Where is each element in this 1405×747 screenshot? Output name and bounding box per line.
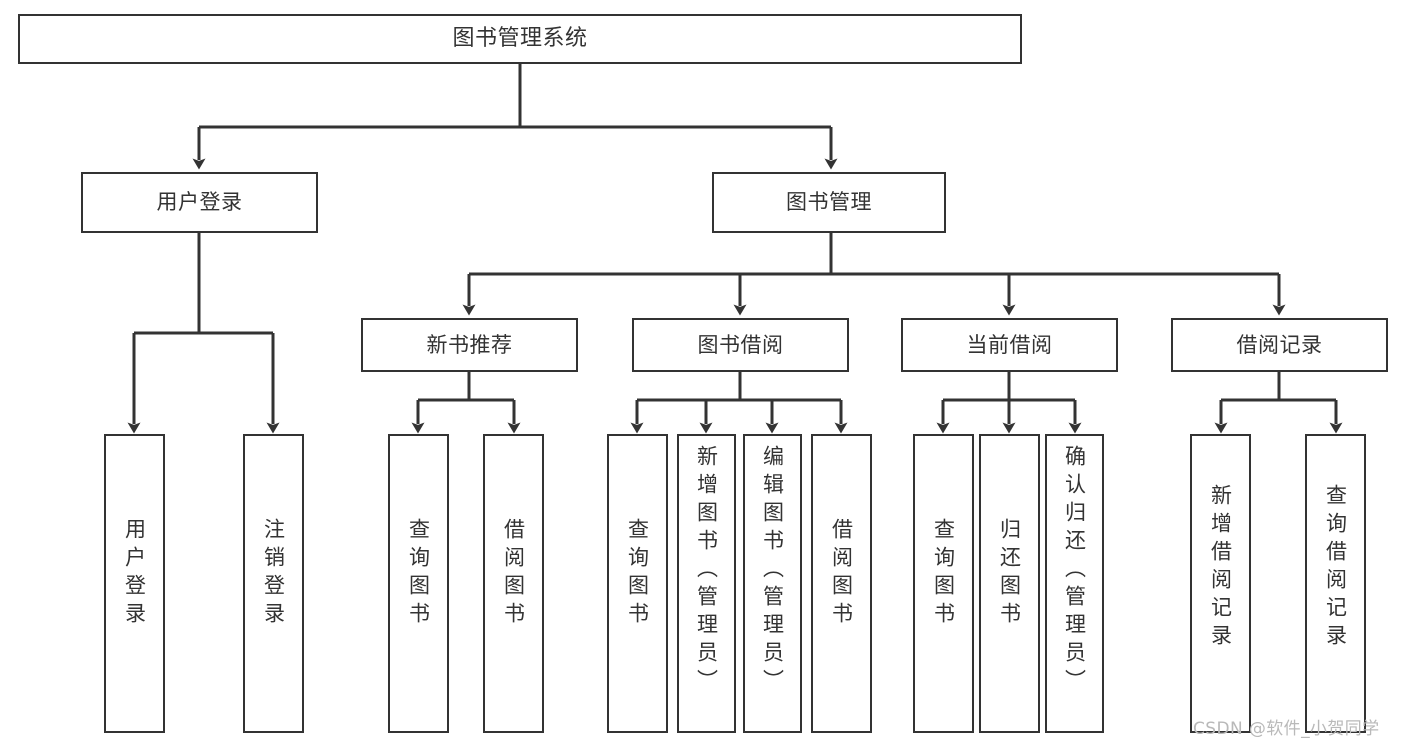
node-label: 新增图书（管理员） bbox=[694, 445, 719, 697]
node-leaf-user-login[interactable]: 用户登录 bbox=[104, 434, 165, 733]
node-label: 查询图书 bbox=[931, 518, 956, 630]
node-book-manage[interactable]: 图书管理 bbox=[712, 172, 946, 233]
node-label: 查询借阅记录 bbox=[1323, 484, 1348, 652]
csdn-watermark: CSDN @软件_小贺同学 bbox=[1193, 719, 1380, 739]
node-root-book-management-system[interactable]: 图书管理系统 bbox=[18, 14, 1022, 64]
node-label: 编辑图书（管理员） bbox=[760, 445, 785, 697]
node-leaf-edit-book[interactable]: 编辑图书（管理员） bbox=[743, 434, 802, 733]
node-new-book-recommend[interactable]: 新书推荐 bbox=[361, 318, 578, 372]
node-leaf-add-record[interactable]: 新增借阅记录 bbox=[1190, 434, 1251, 733]
node-leaf-query-book-1[interactable]: 查询图书 bbox=[388, 434, 449, 733]
node-leaf-borrow-book-2[interactable]: 借阅图书 bbox=[811, 434, 872, 733]
node-leaf-borrow-book-1[interactable]: 借阅图书 bbox=[483, 434, 544, 733]
node-user-login[interactable]: 用户登录 bbox=[81, 172, 318, 233]
node-leaf-query-record[interactable]: 查询借阅记录 bbox=[1305, 434, 1366, 733]
node-label: 新增借阅记录 bbox=[1208, 484, 1233, 652]
node-label: 新书推荐 bbox=[426, 332, 513, 357]
node-leaf-query-book-2[interactable]: 查询图书 bbox=[607, 434, 668, 733]
node-current-borrow[interactable]: 当前借阅 bbox=[901, 318, 1118, 372]
node-label: 图书管理 bbox=[786, 190, 872, 215]
node-leaf-confirm-return[interactable]: 确认归还（管理员） bbox=[1045, 434, 1104, 733]
node-leaf-logout-login[interactable]: 注销登录 bbox=[243, 434, 304, 733]
node-label: 图书管理系统 bbox=[452, 26, 588, 52]
node-label: 借阅记录 bbox=[1236, 332, 1323, 357]
node-label: 查询图书 bbox=[406, 518, 431, 630]
node-label: 确认归还（管理员） bbox=[1062, 445, 1087, 697]
node-leaf-return-book[interactable]: 归还图书 bbox=[979, 434, 1040, 733]
node-label: 查询图书 bbox=[625, 518, 650, 630]
node-label: 用户登录 bbox=[122, 518, 147, 630]
node-book-borrow[interactable]: 图书借阅 bbox=[632, 318, 849, 372]
node-leaf-add-book[interactable]: 新增图书（管理员） bbox=[677, 434, 736, 733]
node-label: 借阅图书 bbox=[501, 518, 526, 630]
node-label: 当前借阅 bbox=[966, 332, 1053, 357]
node-leaf-query-book-3[interactable]: 查询图书 bbox=[913, 434, 974, 733]
node-label: 用户登录 bbox=[156, 190, 243, 215]
node-label: 归还图书 bbox=[997, 518, 1022, 630]
node-label: 图书借阅 bbox=[697, 332, 784, 357]
node-label: 注销登录 bbox=[261, 518, 286, 630]
node-label: 借阅图书 bbox=[829, 518, 854, 630]
node-borrow-record[interactable]: 借阅记录 bbox=[1171, 318, 1388, 372]
